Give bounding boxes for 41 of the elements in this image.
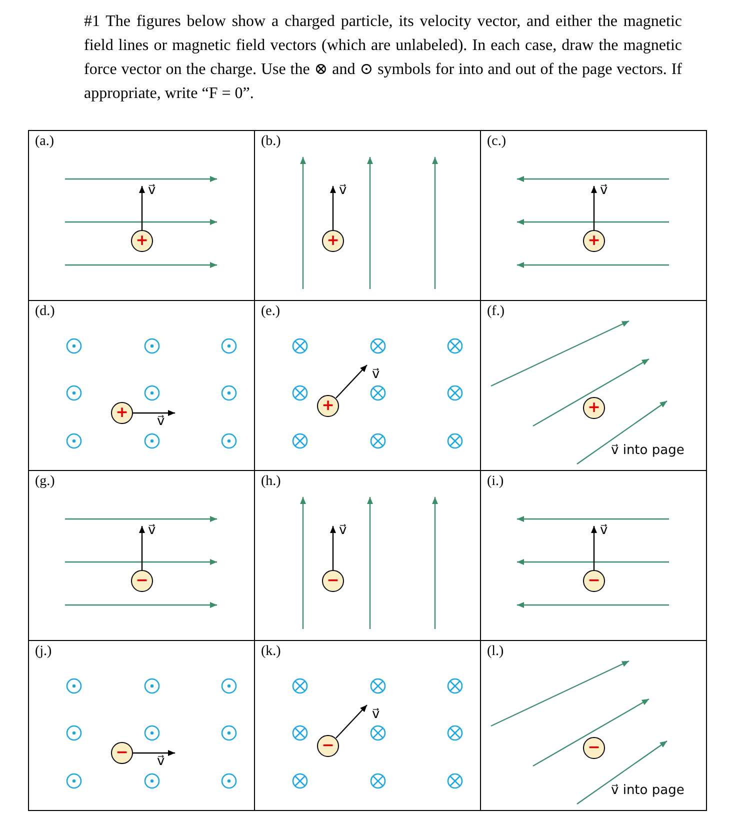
vector-label: v⃗: [157, 414, 165, 429]
charge-circle: +: [111, 402, 133, 424]
panel-label: (h.): [261, 474, 281, 490]
vector-label: v⃗: [372, 707, 380, 722]
panel-label: (j.): [35, 644, 52, 660]
charge-circle: +: [322, 230, 344, 252]
charge-circle: −: [317, 735, 339, 757]
charge-circle: +: [583, 397, 605, 419]
vector-label: v⃗: [600, 183, 608, 198]
panel-label: (g.): [35, 474, 55, 490]
charge-circle: −: [131, 570, 153, 592]
vector-label: v⃗ into page: [611, 783, 684, 798]
panel-label: (k.): [261, 644, 281, 660]
charge-circle: −: [583, 737, 605, 759]
vector-label: v⃗: [148, 183, 156, 198]
panel-label: (e.): [261, 304, 280, 320]
vector-label: v⃗ into page: [611, 443, 684, 458]
panel-label: (b.): [261, 134, 281, 150]
charge-circle: −: [583, 570, 605, 592]
panel-label: (l.): [487, 644, 504, 660]
vector-label: v⃗: [157, 754, 165, 769]
figure-panel: [28, 640, 255, 811]
panel-label: (c.): [487, 134, 506, 150]
charge-circle: +: [317, 395, 339, 417]
charge-circle: −: [322, 570, 344, 592]
panel-label: (i.): [487, 474, 504, 490]
charge-circle: +: [131, 230, 153, 252]
panel-label: (a.): [35, 134, 54, 150]
vector-label: v⃗: [339, 183, 347, 198]
charge-circle: +: [583, 230, 605, 252]
vector-label: v⃗: [339, 523, 347, 538]
figure-panel: [28, 130, 255, 301]
panel-label: (f.): [487, 304, 504, 320]
charge-circle: −: [111, 742, 133, 764]
vector-label: v⃗: [372, 367, 380, 382]
figure-panel: [480, 130, 707, 301]
vector-label: v⃗: [148, 523, 156, 538]
panel-label: (d.): [35, 304, 55, 320]
vector-label: v⃗: [600, 523, 608, 538]
figure-panel: [480, 640, 707, 811]
problem-text: #1 The figures below show a charged particle, its velocity vector, and either the magnetic field lines or magnetic field vectors (which are unlabeled). In each case, draw the magnetic force vector on the charge. Use the ⊗ and ⊙ symbols for into and out of the page vectors. If appropriate, write “F = 0”.: [84, 12, 682, 104]
